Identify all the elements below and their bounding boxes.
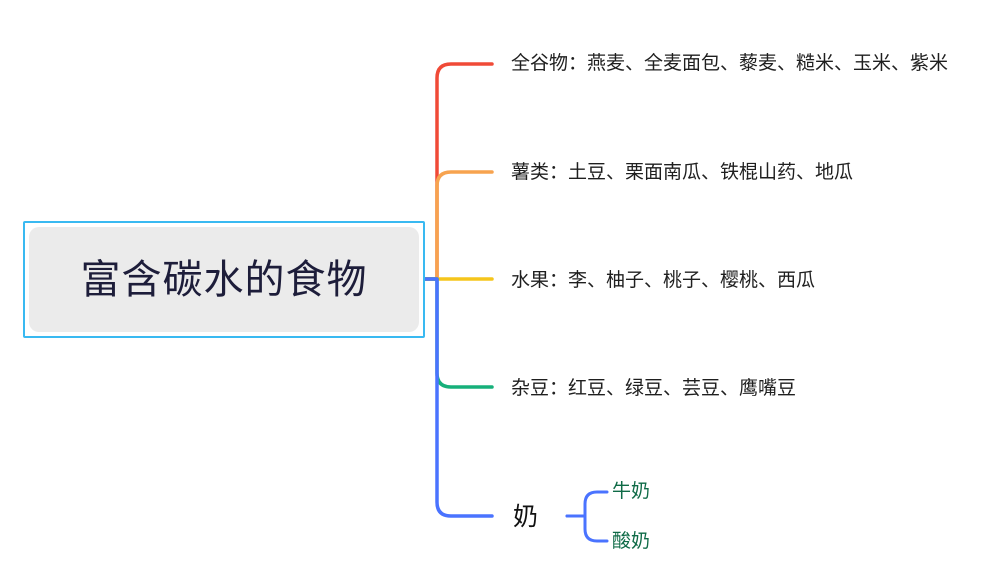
connector-quanguwu bbox=[423, 62, 494, 281]
connector-niunai bbox=[565, 490, 609, 518]
branch-shuiguo[interactable]: 水果：李、柚子、桃子、樱桃、西瓜 bbox=[511, 269, 816, 291]
connector-suannai bbox=[565, 514, 609, 543]
subtopic-niunai[interactable]: 牛奶 bbox=[612, 480, 651, 502]
branch-quanguwu[interactable]: 全谷物：燕麦、全麦面包、藜麦、糙米、玉米、紫米 bbox=[511, 52, 949, 74]
root-topic-box: 富含碳水的食物 bbox=[29, 227, 419, 332]
root-topic[interactable]: 富含碳水的食物 bbox=[23, 221, 425, 338]
branch-shulei[interactable]: 薯类：土豆、栗面南瓜、铁棍山药、地瓜 bbox=[511, 161, 854, 183]
branch-zadou[interactable]: 杂豆：红豆、绿豆、芸豆、鹰嘴豆 bbox=[511, 377, 797, 399]
connector-shulei bbox=[423, 170, 494, 281]
connector-zadou bbox=[423, 277, 494, 389]
root-topic-title: 富含碳水的食物 bbox=[80, 256, 368, 303]
branch-nai[interactable]: 奶 bbox=[513, 502, 539, 531]
connector-nai bbox=[423, 277, 494, 518]
subtopic-suannai[interactable]: 酸奶 bbox=[612, 530, 651, 552]
